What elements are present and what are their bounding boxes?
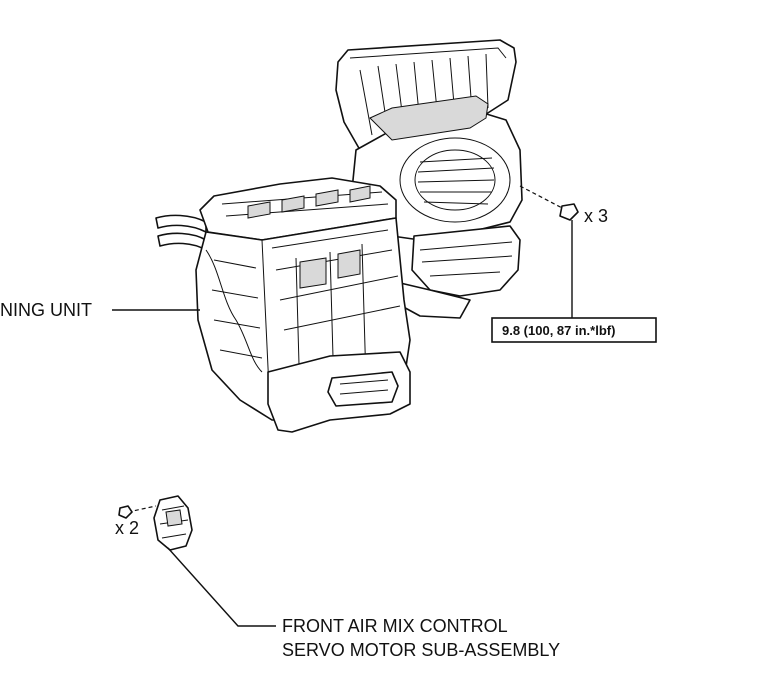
torque-spec: 9.8 (100, 87 in.*lbf) (502, 323, 615, 338)
torque-spec-box (491, 317, 657, 343)
blower-unit-drawing (335, 39, 579, 319)
servo-motor-label-line1: FRONT AIR MIX CONTROL (282, 616, 508, 636)
screw-icon (118, 505, 133, 519)
servo-motor-drawing (118, 495, 193, 551)
screw-quantity-servo: x 2 (115, 518, 139, 538)
servo-leader-line (167, 547, 276, 627)
screw-quantity-top: x 3 (584, 206, 608, 226)
servo-motor-label-line2: SERVO MOTOR SUB-ASSEMBLY (282, 640, 560, 660)
screw-icon (559, 203, 579, 221)
air-conditioning-unit-drawing (155, 177, 411, 433)
ac-unit-label: NING UNIT (0, 300, 92, 320)
